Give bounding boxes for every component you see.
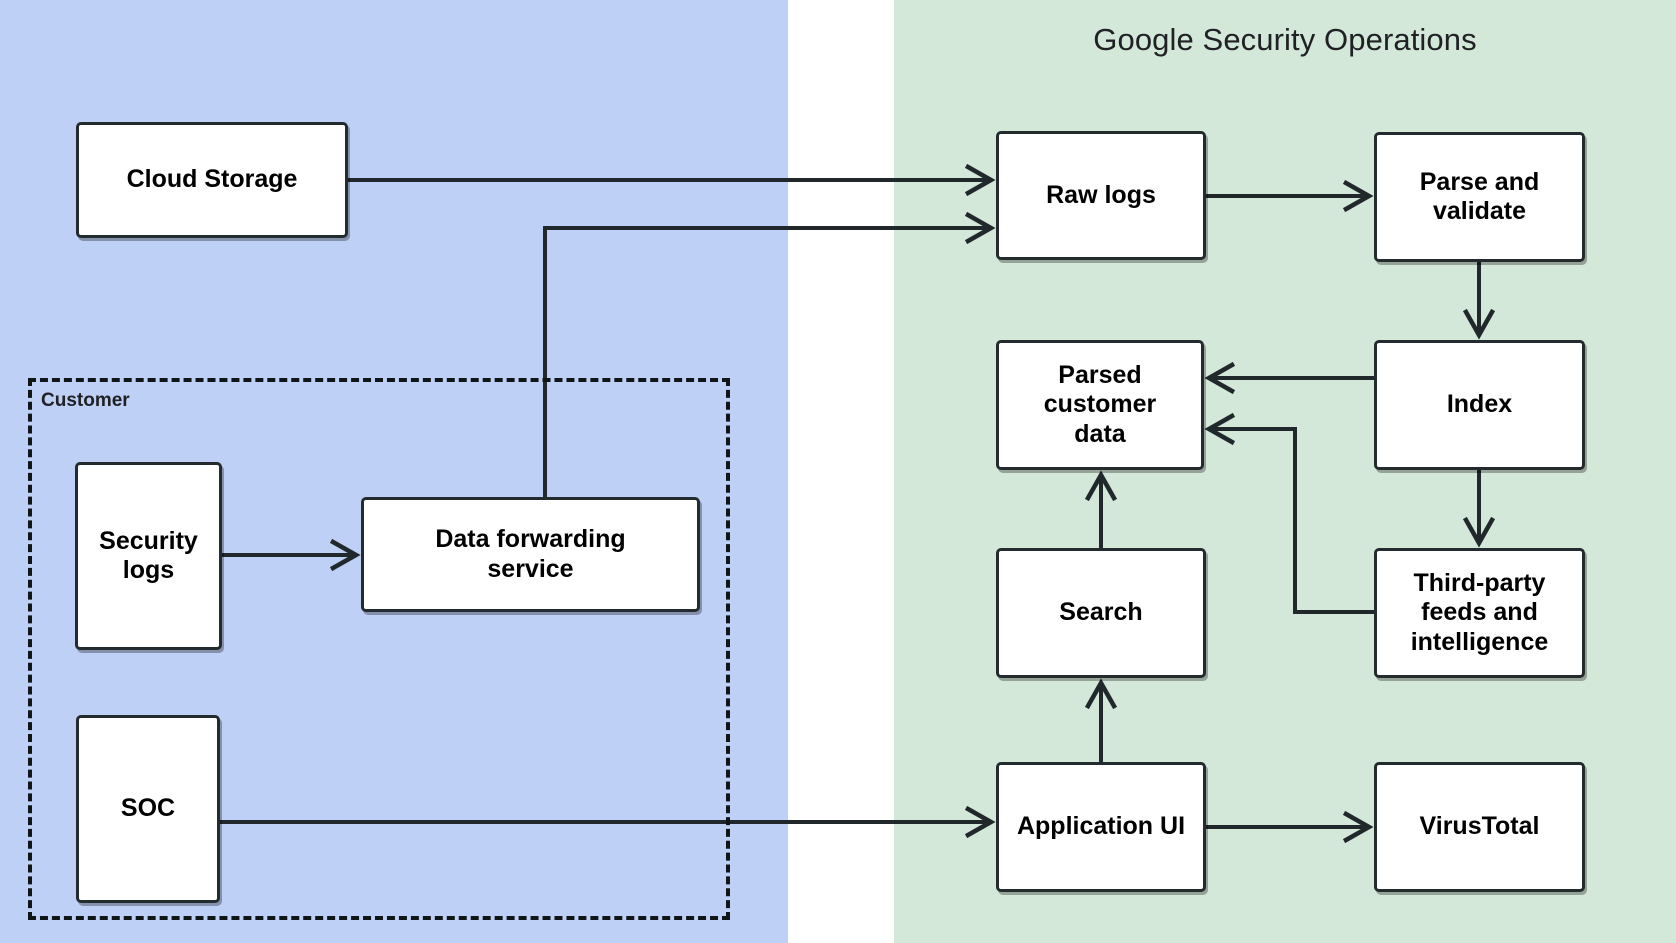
- node-label: Raw logs: [1046, 180, 1156, 209]
- group-customer-boundary: [28, 378, 730, 920]
- node-cloud-storage[interactable]: Cloud Storage: [76, 122, 348, 238]
- group-customer-label: Customer: [41, 390, 130, 411]
- node-label: VirusTotal: [1419, 812, 1540, 841]
- node-label: Index: [1446, 390, 1513, 419]
- node-label: Search: [1059, 598, 1143, 627]
- node-soc[interactable]: SOC: [76, 715, 220, 903]
- node-search[interactable]: Search: [996, 548, 1206, 678]
- zone-title-google-security-operations: Google Security Operations: [1093, 22, 1477, 57]
- node-raw-logs[interactable]: Raw logs: [996, 131, 1206, 260]
- node-label: Application UI: [1016, 812, 1186, 841]
- node-label: Cloud Storage: [126, 165, 298, 194]
- node-index[interactable]: Index: [1374, 340, 1585, 470]
- node-virustotal[interactable]: VirusTotal: [1374, 762, 1585, 892]
- node-label: SOC: [120, 794, 176, 823]
- node-application-ui[interactable]: Application UI: [996, 762, 1206, 892]
